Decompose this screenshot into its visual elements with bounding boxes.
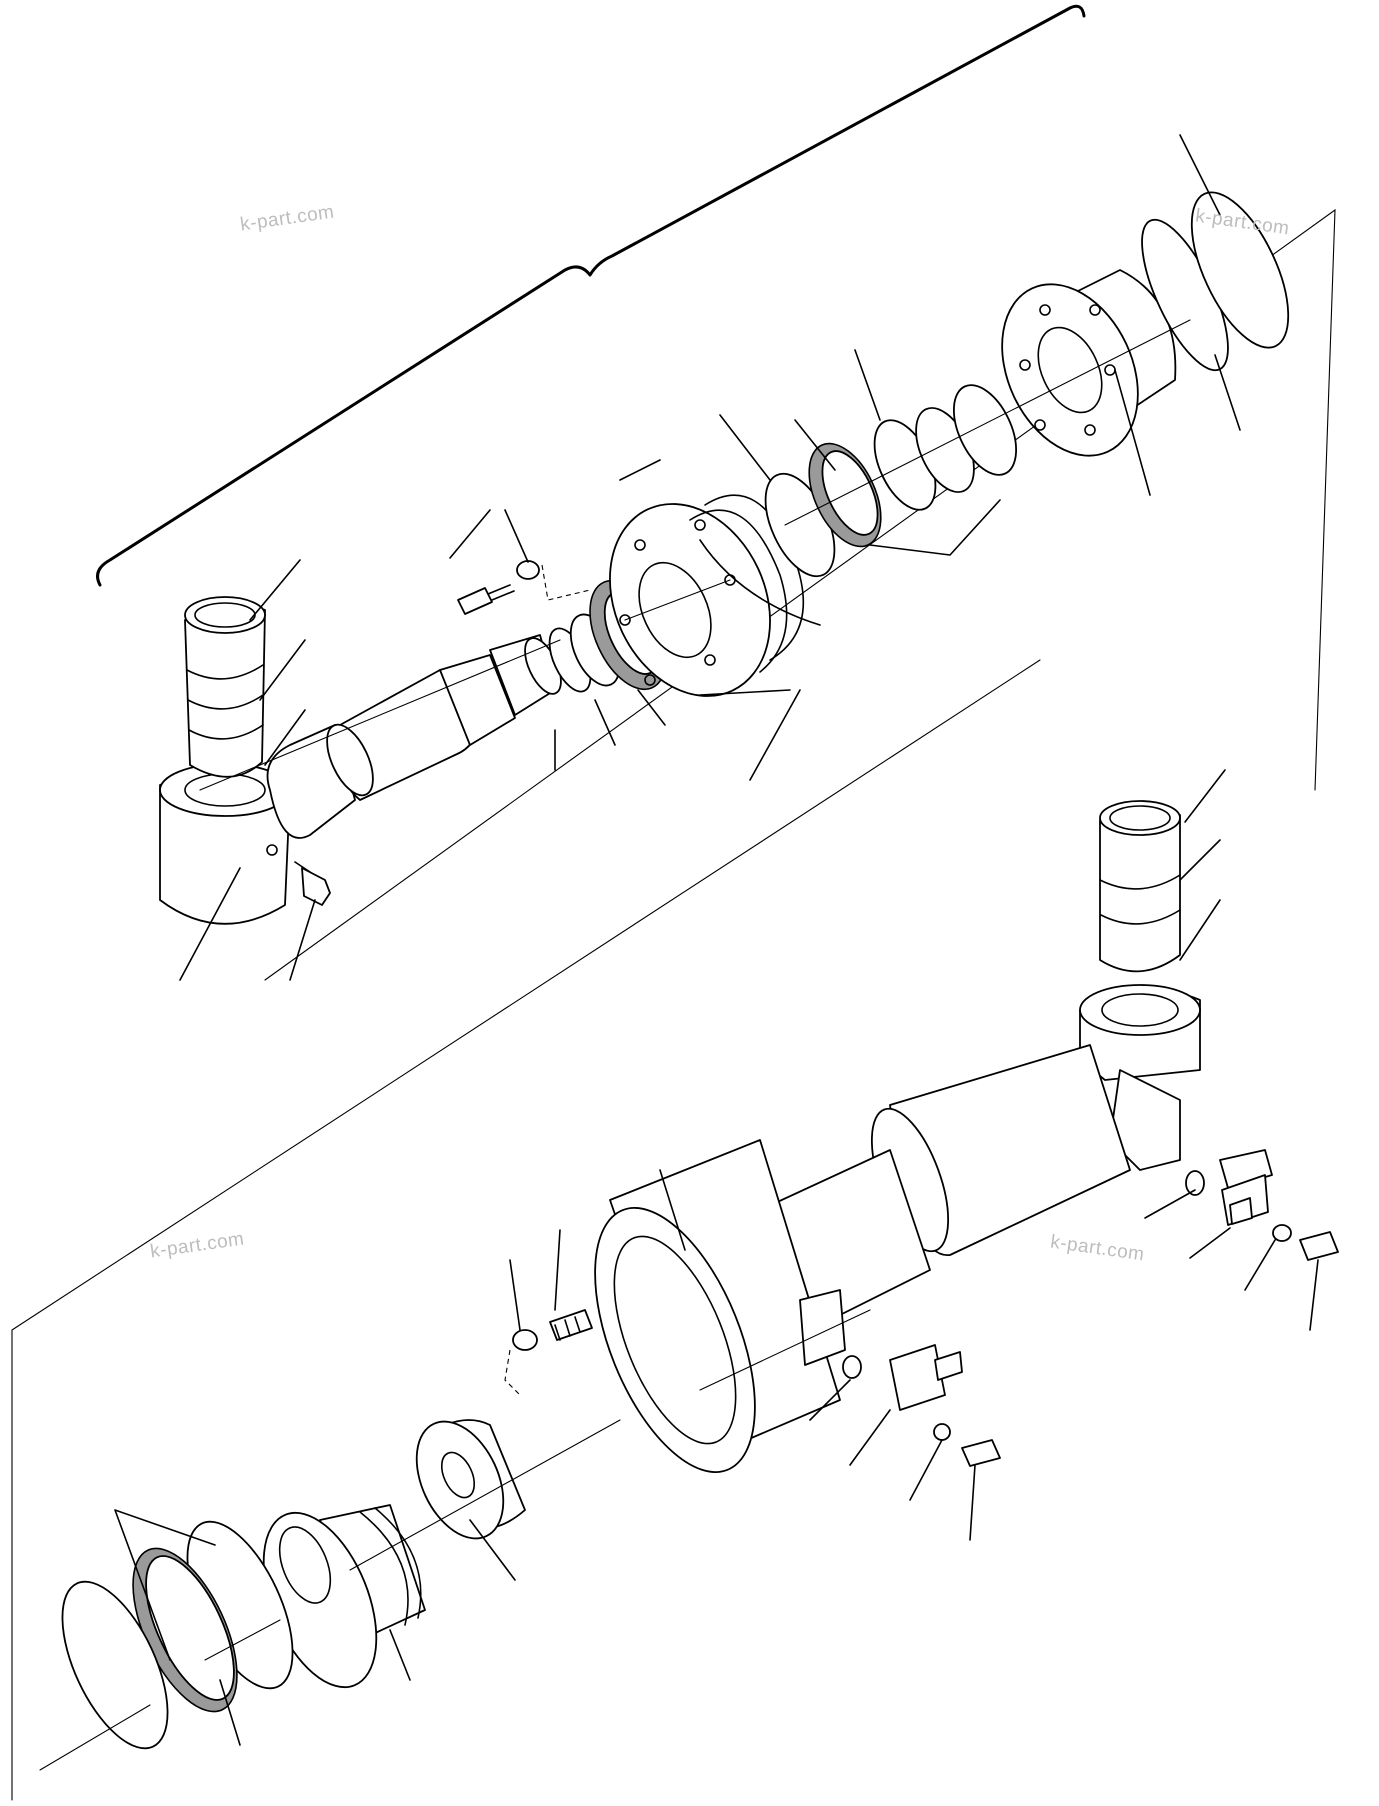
lower-axis-line xyxy=(39,1309,871,1771)
port-bolt-bottom xyxy=(1299,1231,1339,1261)
port-bolt-head xyxy=(961,1439,1001,1467)
cylinder-tube xyxy=(759,1044,1131,1326)
lower-frame-line xyxy=(11,659,1041,1801)
head-bolt xyxy=(457,584,515,615)
gland xyxy=(1001,269,1177,457)
cylinder-head-flange xyxy=(609,503,771,697)
port-o-ring-bottom xyxy=(1185,1170,1205,1196)
upper-assembly-bracket xyxy=(96,4,1086,587)
rod-eye xyxy=(159,763,291,925)
bottom-bushing xyxy=(1099,800,1181,973)
piston-nut-washer xyxy=(512,1329,538,1351)
cylinder-bottom-eye xyxy=(1079,984,1201,1171)
piston-nut-bolt xyxy=(549,1309,593,1341)
piston-ring-lower xyxy=(61,1580,169,1750)
piston-nut-leader-dash xyxy=(504,1349,521,1396)
rod-retainer xyxy=(953,384,1017,476)
port-flange-head xyxy=(799,1289,963,1411)
grease-fitting xyxy=(294,861,331,906)
piston-rod xyxy=(266,634,562,839)
port-washer-bottom xyxy=(1272,1224,1292,1242)
head-bolt-washer xyxy=(516,560,540,580)
gland-backup-ring xyxy=(1190,191,1290,349)
piston xyxy=(262,1504,426,1689)
upper-frame-line xyxy=(264,208,1336,981)
cylinder-head-tube xyxy=(594,1139,841,1473)
piston-nut xyxy=(415,1419,526,1540)
head-bolt-leader-dash xyxy=(541,564,591,601)
upper-axis-line xyxy=(199,319,1191,791)
port-o-ring-head xyxy=(842,1355,862,1379)
leader-lines xyxy=(114,134,1319,1746)
rod-eye-bushing xyxy=(184,596,266,778)
port-flange-bottom xyxy=(1219,1149,1273,1226)
port-washer-head xyxy=(933,1423,951,1441)
